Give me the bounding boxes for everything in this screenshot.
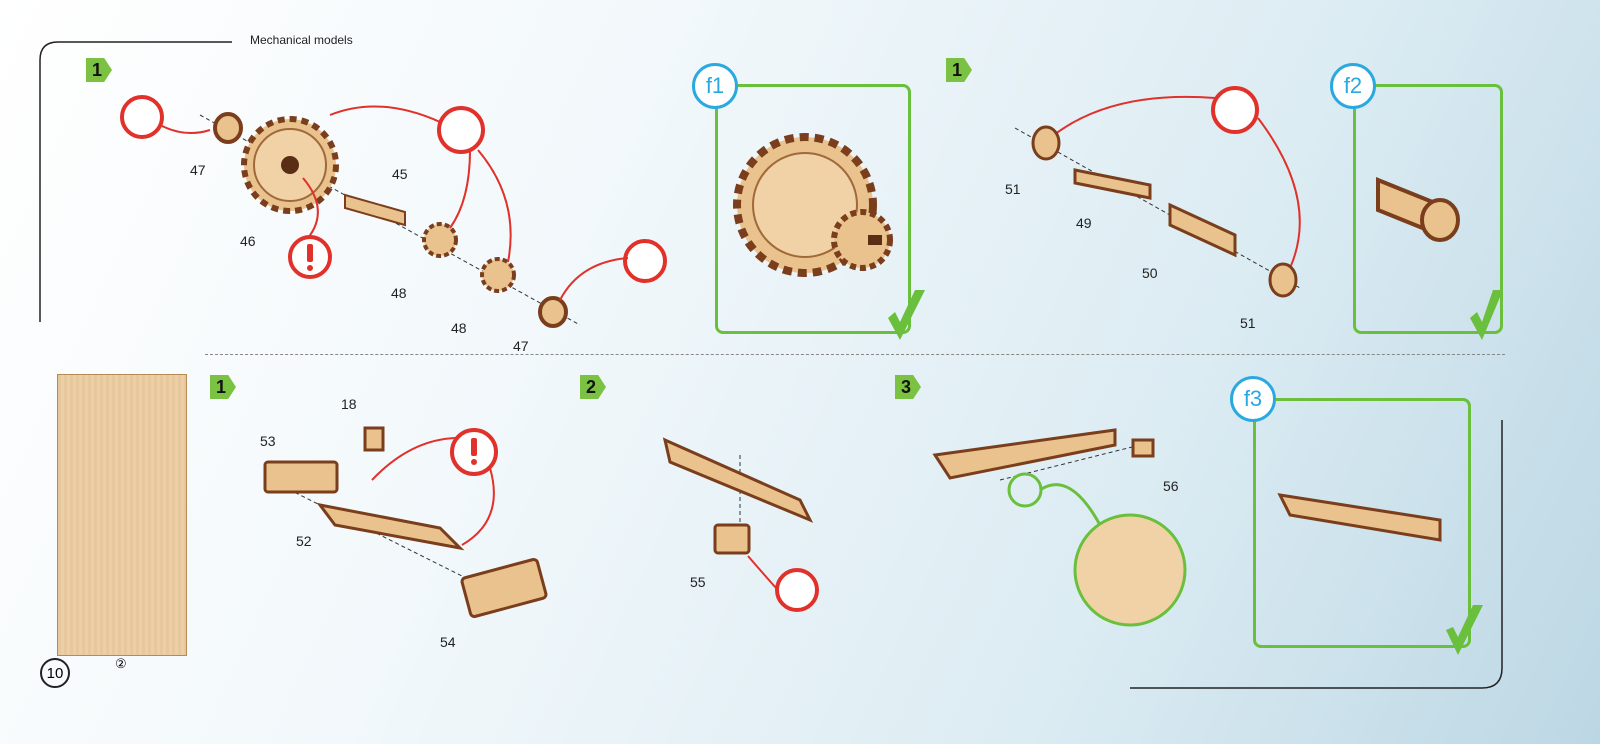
frame-parts-icon <box>263 426 1442 619</box>
glue-callout-icon <box>623 239 667 283</box>
section-divider <box>205 354 1505 355</box>
final-frame-f3 <box>1253 398 1471 648</box>
part-label: 51 <box>1005 181 1021 197</box>
part-label: 51 <box>1240 315 1256 331</box>
part-label: 54 <box>440 634 456 650</box>
zoom-detail-icon <box>1007 472 1187 627</box>
gear-46-icon <box>241 116 339 214</box>
assembled-gear-f1-icon <box>733 133 893 277</box>
part-label: 18 <box>341 396 357 412</box>
axle-45-icon <box>344 193 406 227</box>
pinion-48-icon <box>422 222 516 293</box>
parts-sheet-image <box>57 374 187 656</box>
part-label: 48 <box>451 320 467 336</box>
sheet-sub-number: ② <box>115 656 127 671</box>
glue-callout-icon <box>1211 86 1259 134</box>
part-label: 46 <box>240 233 256 249</box>
wax-callout-icon <box>775 568 819 612</box>
axle-parts-icon <box>1031 125 1298 298</box>
assembled-axle-f2-icon <box>1376 177 1460 242</box>
part-label: 47 <box>190 162 206 178</box>
part-label: 45 <box>392 166 408 182</box>
sheet-number: 10 <box>40 658 70 688</box>
part-label: 50 <box>1142 265 1158 281</box>
part-label: 55 <box>690 574 706 590</box>
part-label: 48 <box>391 285 407 301</box>
part-label: 53 <box>260 433 276 449</box>
final-frame-f2 <box>1353 84 1503 334</box>
final-badge-f1: f1 <box>692 63 738 109</box>
final-badge-f2: f2 <box>1330 63 1376 109</box>
part-label: 56 <box>1163 478 1179 494</box>
part-label: 49 <box>1076 215 1092 231</box>
part-label: 47 <box>513 338 529 354</box>
wax-callout-icon <box>437 106 485 154</box>
header-title: Mechanical models <box>250 33 353 47</box>
final-badge-f3: f3 <box>1230 376 1276 422</box>
glue-callout-icon <box>120 95 164 139</box>
part-label: 52 <box>296 533 312 549</box>
spacer-47-icon <box>213 112 568 328</box>
check-mark-icon <box>888 290 1503 655</box>
final-frame-f1 <box>715 84 911 334</box>
